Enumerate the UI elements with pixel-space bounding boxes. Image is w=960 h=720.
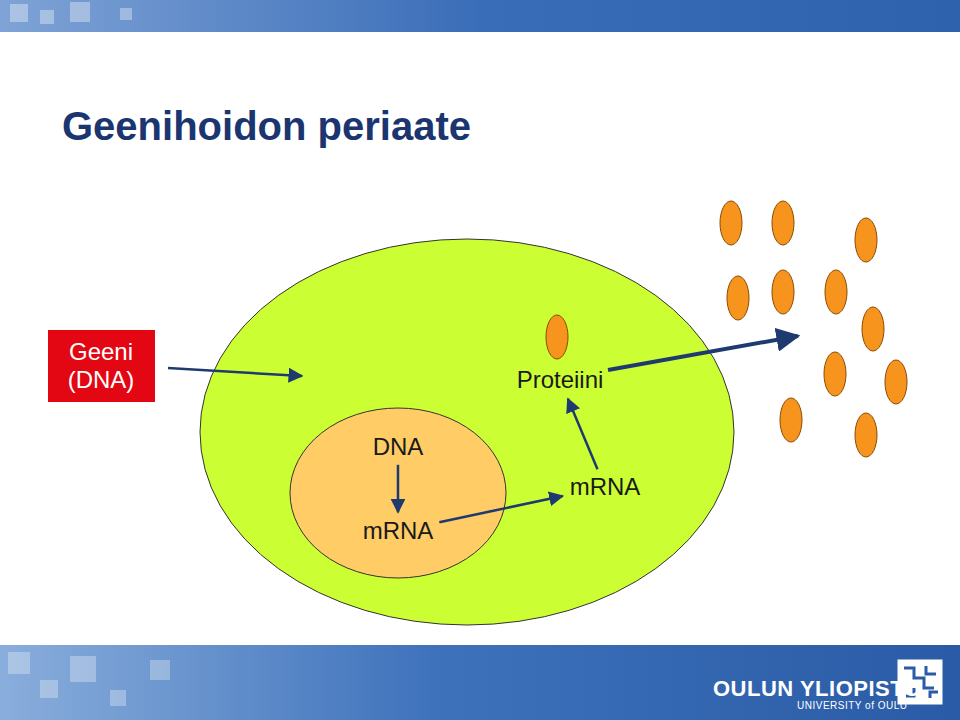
flow-arrow <box>568 399 598 469</box>
nucleus <box>290 408 506 578</box>
mrna-label: mRNA <box>360 516 437 546</box>
band-squares <box>10 2 132 24</box>
university-name-en: UNIVERSITY of OULU <box>797 700 908 711</box>
node-text: mRNA <box>570 473 641 501</box>
top-band <box>0 0 960 32</box>
bottom-band <box>0 645 960 720</box>
entry-arrow <box>168 368 302 376</box>
mrna-label: mRNA <box>567 472 644 502</box>
node-text: Proteiini <box>517 366 604 394</box>
protein-label: Proteiini <box>514 365 607 395</box>
node-text: mRNA <box>363 517 434 545</box>
flow-arrow <box>439 496 562 522</box>
flow-arrow <box>397 465 400 512</box>
gene-box: Geeni (DNA) <box>48 330 155 402</box>
band-squares <box>8 652 170 706</box>
node-text: DNA <box>373 433 424 461</box>
dna-label: DNA <box>370 432 427 462</box>
cell <box>200 239 734 625</box>
university-name: OULUN YLIOPISTO <box>713 676 921 702</box>
node-text: Geeni (DNA) <box>52 338 151 393</box>
secreted-proteins <box>720 201 907 457</box>
secretion-arrow <box>608 336 798 370</box>
slide-title: Geenihoidon periaate <box>62 104 471 149</box>
protein <box>546 315 568 359</box>
